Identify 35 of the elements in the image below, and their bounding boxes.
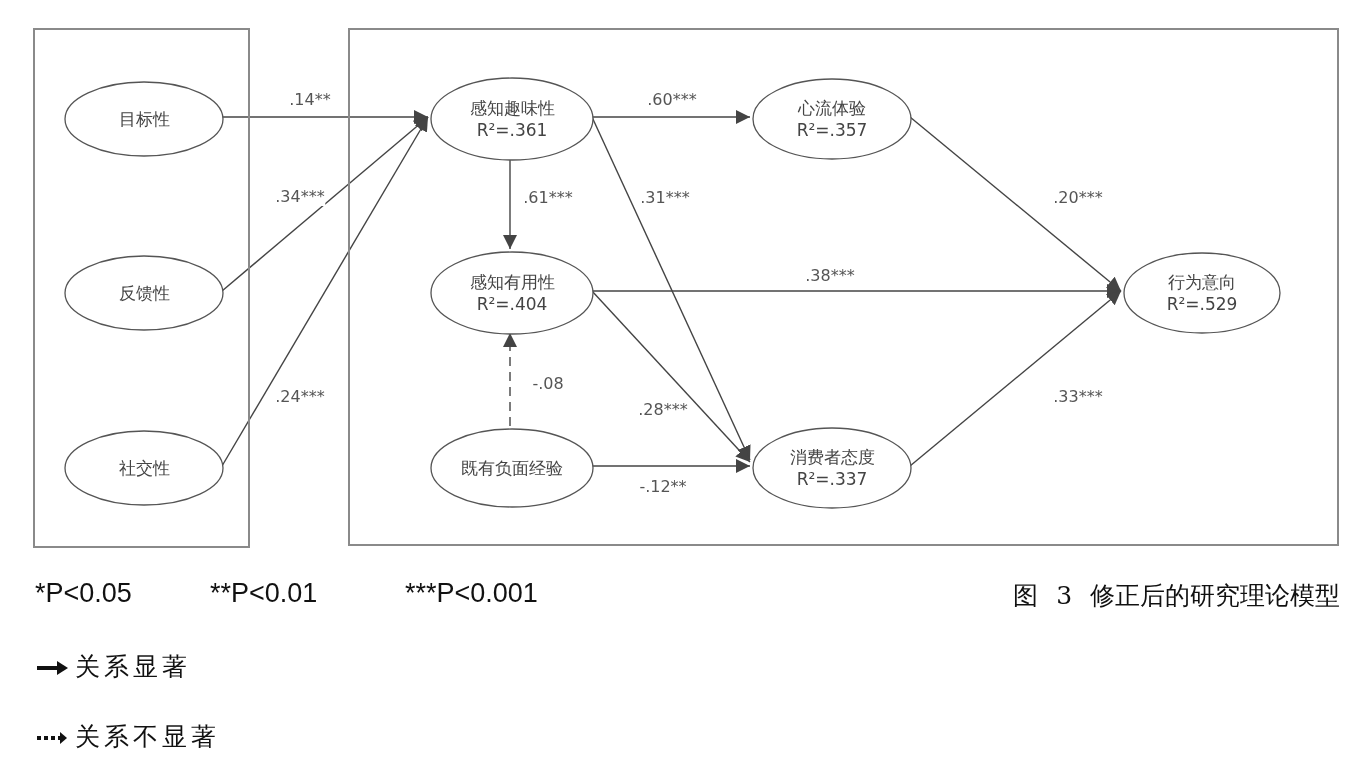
path-arrow: [503, 332, 517, 427]
path-coefficient: .34***: [274, 188, 326, 206]
construct-name: 目标性: [118, 108, 170, 130]
construct-ellipse: [752, 78, 912, 160]
construct-ellipse: [752, 427, 912, 509]
construct-name: 感知趣味性: [469, 97, 555, 119]
path-arrow: [221, 116, 429, 292]
significance-note: *P<0.05: [35, 578, 132, 609]
construct-name: 消费者态度: [789, 446, 875, 468]
construct-ellipse: [1123, 252, 1281, 334]
r-squared-value: R²=.404: [476, 293, 548, 315]
r-squared-value: R²=.337: [796, 468, 868, 490]
construct-ellipse: [64, 430, 224, 506]
construct-ellipse: [430, 251, 594, 335]
significance-note: **P<0.01: [210, 578, 318, 609]
construct-name: 心流体验: [798, 97, 866, 119]
legend-text: 关系不显著: [75, 721, 220, 753]
construct-name: 反馈性: [118, 282, 170, 304]
figure-caption: 图 3 修正后的研究理论模型: [1013, 580, 1340, 612]
construct-ellipse: [430, 77, 594, 161]
construct-name: 行为意向: [1168, 271, 1236, 293]
legend-text: 关系显著: [75, 651, 191, 683]
construct-name: 感知有用性: [469, 271, 555, 293]
construct-ellipse: [430, 428, 594, 508]
r-squared-value: R²=.357: [796, 119, 868, 141]
r-squared-value: R²=.529: [1166, 293, 1238, 315]
r-squared-value: R²=.361: [476, 119, 548, 141]
significance-note: ***P<0.001: [405, 578, 538, 609]
path-arrow: [503, 158, 517, 250]
group-frame: [348, 28, 1339, 546]
construct-name: 社交性: [118, 457, 170, 479]
construct-ellipse: [64, 81, 224, 157]
construct-ellipse: [64, 255, 224, 331]
group-frame: [33, 28, 250, 548]
construct-name: 既有负面经验: [461, 457, 563, 479]
